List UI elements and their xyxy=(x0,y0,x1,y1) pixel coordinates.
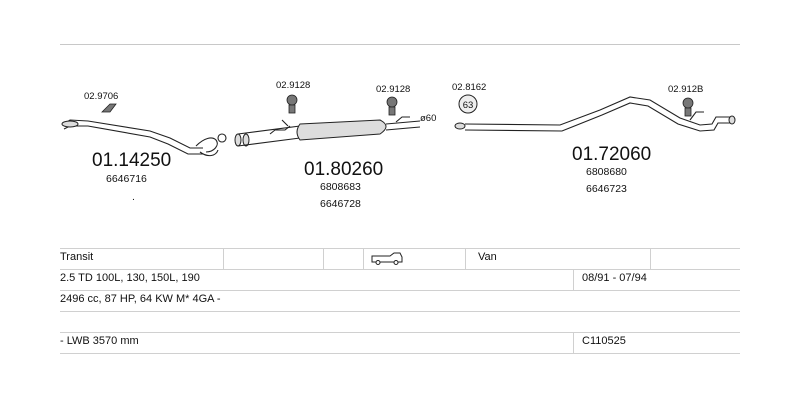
fitting-label: 02.9128 xyxy=(276,80,310,91)
fitting-label: 02.9706 xyxy=(84,91,118,102)
part-ref: 6808680 xyxy=(586,166,627,178)
part-ref: 6646723 xyxy=(586,183,627,195)
code-cell: C110525 xyxy=(582,335,626,347)
top-divider xyxy=(60,44,740,45)
fitting-label: 02.8162 xyxy=(452,82,486,93)
front-pipe-drawing xyxy=(61,119,227,157)
center-silencer-drawing xyxy=(234,116,421,147)
hanger-fitting-5 xyxy=(682,97,694,117)
rear-pipe-drawing xyxy=(454,96,736,132)
clamp-fitting-mark: 63 xyxy=(463,100,474,111)
model-cell: Transit xyxy=(60,251,94,263)
part-ref: 6808683 xyxy=(320,181,361,193)
exhaust-diagram: 63 02.9706 02.9128 02.9128 02.8162 02.91… xyxy=(61,80,736,210)
table-row: Transit Van xyxy=(60,248,740,269)
body-type-cell: Van xyxy=(478,251,497,263)
van-icon xyxy=(370,251,404,271)
diameter-label: ø60 xyxy=(420,113,436,124)
part-ref: 6646716 xyxy=(106,173,147,185)
wheelbase-cell: - LWB 3570 mm xyxy=(60,335,139,347)
table-row xyxy=(60,311,740,332)
clamp-fitting: 63 xyxy=(458,94,478,114)
table-row: 2.5 TD 100L, 130, 150L, 190 08/91 - 07/9… xyxy=(60,269,740,290)
hanger-fitting-1 xyxy=(101,103,117,113)
part-ref: 6646728 xyxy=(320,198,361,210)
spec-cell: 2496 cc, 87 HP, 64 KW M* 4GA - xyxy=(60,293,221,305)
part-number: 01.80260 xyxy=(304,159,383,180)
table-row: 2496 cc, 87 HP, 64 KW M* 4GA - xyxy=(60,290,740,311)
fitting-label: 02.912B xyxy=(668,84,703,95)
years-cell: 08/91 - 07/94 xyxy=(582,272,647,284)
vehicle-info-table: Transit Van 2.5 TD 100L, 130, 150L, 190 … xyxy=(60,248,740,354)
part-number: 01.72060 xyxy=(572,144,651,165)
hanger-fitting-3 xyxy=(386,96,398,116)
hanger-fitting-2 xyxy=(286,94,298,114)
table-row: - LWB 3570 mm C110525 xyxy=(60,332,740,354)
part-extra: . xyxy=(132,191,135,203)
fitting-label: 02.9128 xyxy=(376,84,410,95)
part-number: 01.14250 xyxy=(92,150,171,171)
engine-cell: 2.5 TD 100L, 130, 150L, 190 xyxy=(60,272,200,284)
